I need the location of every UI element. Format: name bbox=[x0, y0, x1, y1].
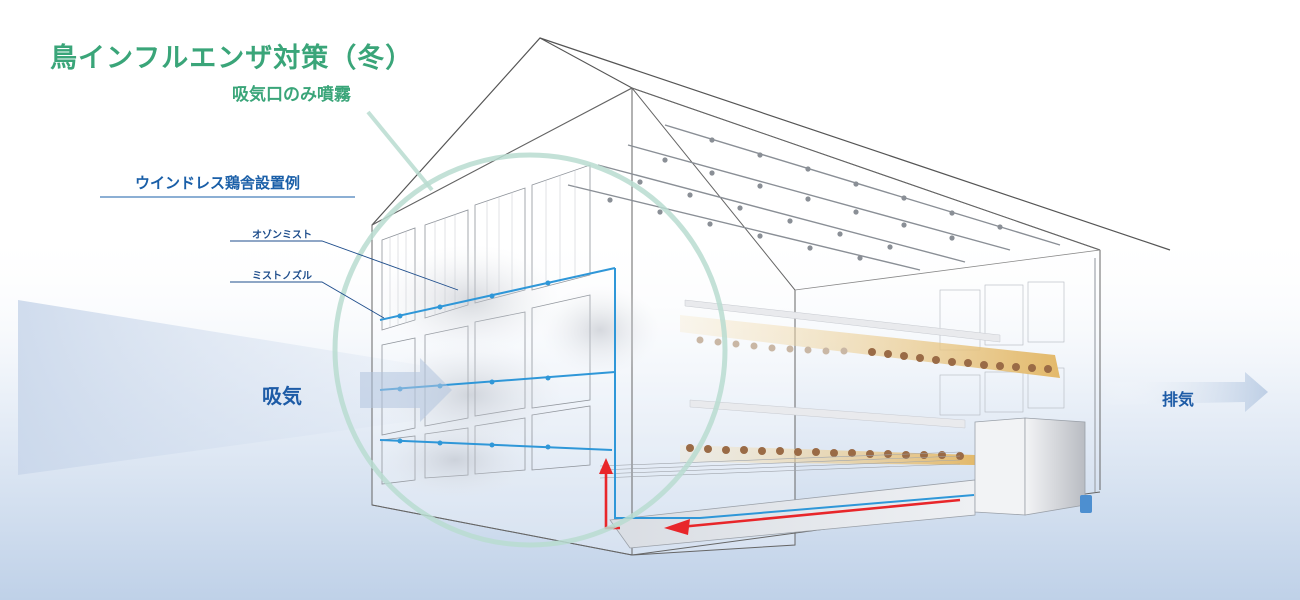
mist-nozzle-label: ミストノズル bbox=[252, 271, 312, 282]
ozone-mist-label: オゾンミスト bbox=[252, 230, 312, 241]
diagram-title: 鳥インフルエンザ対策（冬） bbox=[50, 43, 414, 74]
diagram-subtitle: 吸気口のみ噴霧 bbox=[232, 85, 351, 105]
installation-example-label: ウインドレス鶏舎設置例 bbox=[135, 174, 301, 192]
intake-label: 吸気 bbox=[262, 384, 302, 408]
exhaust-label: 排気 bbox=[1162, 390, 1195, 409]
